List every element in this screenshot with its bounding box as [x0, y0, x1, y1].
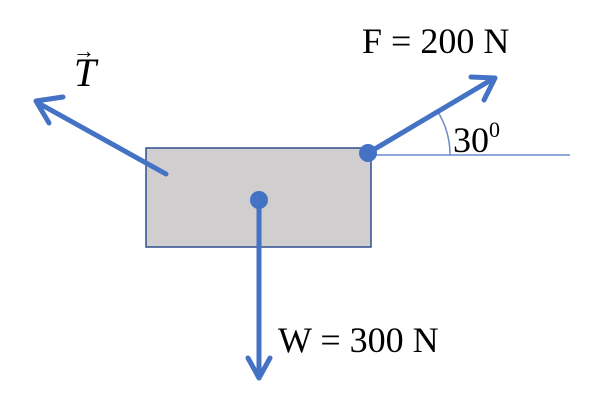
force-application-point: [359, 144, 377, 162]
angle-unit-superscript: 0: [489, 117, 500, 142]
angle-value: 30: [453, 120, 489, 160]
tension-vector-arrow-symbol: →: [73, 38, 95, 63]
tension-arrow: [33, 94, 169, 177]
center-of-mass-point: [250, 191, 268, 209]
applied-force-label: F = 200 N: [362, 21, 509, 61]
weight-arrow: [245, 191, 273, 381]
angle-label: 300: [453, 117, 500, 160]
weight-label: W = 300 N: [278, 320, 439, 360]
applied-force-arrow: [359, 74, 498, 162]
angle-arc: [437, 111, 451, 156]
tension-label: T: [74, 50, 99, 95]
